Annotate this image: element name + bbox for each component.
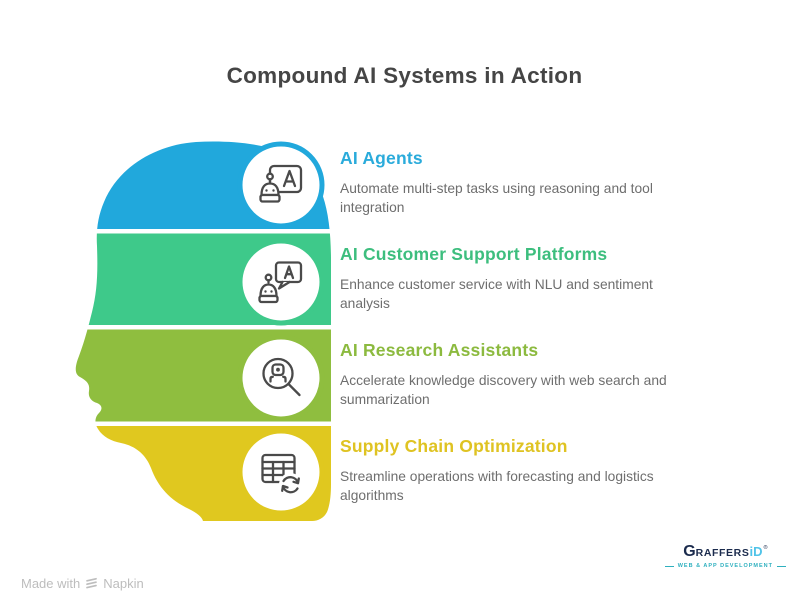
section-ai-customer-support: AI Customer Support Platforms Enhance cu… [340, 244, 702, 313]
section-title: AI Customer Support Platforms [340, 244, 608, 264]
page-title: Compound AI Systems in Action [226, 63, 583, 88]
section-title: AI Research Assistants [340, 340, 539, 360]
made-with-label: Made with [21, 576, 81, 591]
logo-id: iD [749, 544, 763, 559]
section-description: Streamline operations with forecasting a… [340, 469, 654, 503]
section-title: AI Agents [340, 148, 423, 168]
section-ai-research: AI Research Assistants Accelerate knowle… [340, 340, 702, 409]
logo-tagline-row: WEB & APP DEVELOPMENT [664, 563, 786, 569]
section-title: Supply Chain Optimization [340, 436, 568, 456]
table-sync-icon [261, 453, 302, 496]
section-ai-agents: AI Agents Automate multi-step tasks usin… [340, 148, 702, 217]
section-description: Automate multi-step tasks using reasonin… [340, 181, 653, 215]
logo-raffers: RAFFERS [695, 547, 750, 559]
robot-chat-icon [258, 261, 303, 304]
tagline-rule-left [664, 565, 674, 567]
section-description: Accelerate knowledge discovery with web … [340, 373, 667, 407]
registered-mark: ® [763, 545, 768, 551]
icon-circle-4 [237, 428, 325, 516]
section-supply-chain: Supply Chain Optimization Streamline ope… [340, 436, 702, 505]
robot-presentation-icon [259, 164, 303, 203]
robot-search-icon [262, 357, 301, 397]
section-description: Enhance customer service with NLU and se… [340, 277, 653, 311]
logo-letter-g: G [683, 543, 696, 560]
icon-circle-3 [237, 334, 325, 422]
tagline-rule-right [777, 565, 786, 567]
made-with-napkin: Made with Napkin [21, 576, 144, 591]
napkin-label: Napkin [103, 576, 144, 591]
icon-circle-1 [237, 141, 325, 229]
napkin-logo-icon [86, 577, 98, 589]
logo-tagline: WEB & APP DEVELOPMENT [677, 563, 773, 569]
